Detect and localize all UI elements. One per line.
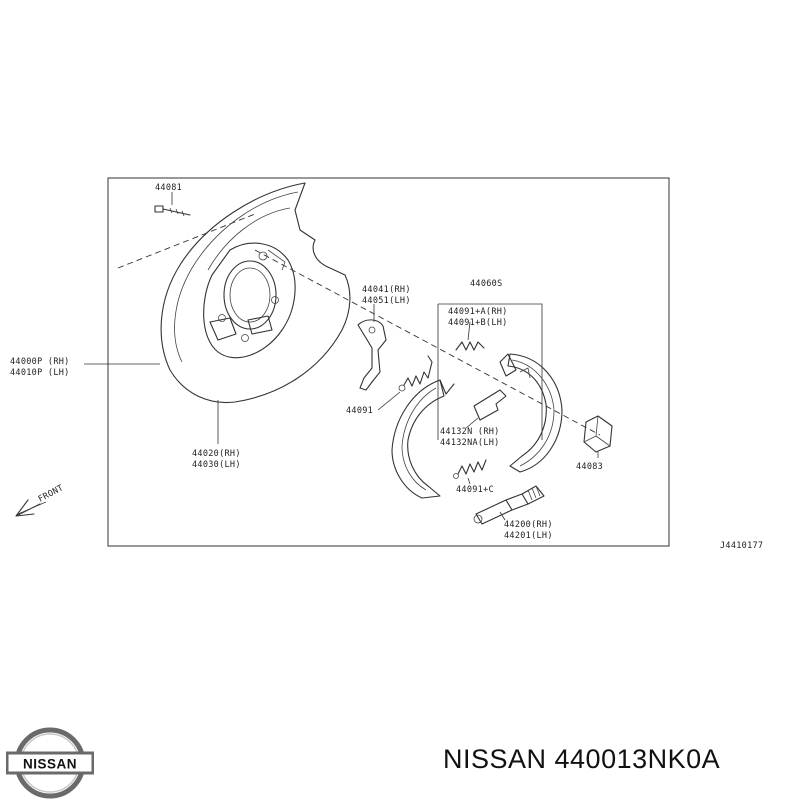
brake-shoe-left-drawing	[391, 379, 455, 499]
axis-line-main	[254, 249, 601, 436]
label-44060s: 44060S	[470, 279, 503, 289]
spring-44091a-drawing	[455, 341, 485, 351]
adjuster-44200-drawing	[473, 485, 545, 525]
label-44091b: 44091+B(LH)	[448, 318, 508, 328]
lever-44041-drawing	[357, 319, 387, 391]
label-44030: 44030(LH)	[192, 460, 241, 470]
front-label: FRONT	[37, 483, 66, 505]
label-44200: 44200(RH)	[504, 520, 553, 530]
label-44081: 44081	[155, 183, 182, 193]
front-indicator: FRONT	[15, 483, 66, 517]
label-44091: 44091	[346, 406, 373, 416]
label-44132n: 44132N (RH)	[440, 427, 500, 437]
axis-line-upper	[117, 213, 256, 269]
nissan-logo: NISSAN	[6, 727, 94, 799]
diagram-code: J4410177	[720, 541, 763, 551]
label-44201: 44201(LH)	[504, 531, 553, 541]
label-44091a: 44091+A(RH)	[448, 307, 508, 317]
label-44091c: 44091+C	[456, 485, 494, 495]
label-44132na: 44132NA(LH)	[440, 438, 500, 448]
leader-lines	[84, 192, 599, 521]
adjuster-44132n-drawing	[473, 389, 507, 421]
label-44083: 44083	[576, 462, 603, 472]
brake-shoe-right-drawing	[499, 353, 563, 473]
clip-44083-drawing	[583, 415, 613, 453]
label-44000p: 44000P (RH)	[10, 357, 70, 367]
adapter-plate-drawing	[203, 242, 296, 359]
bolt-44081-drawing	[154, 205, 191, 217]
part-number-caption: NISSAN 440013NK0A	[443, 744, 721, 774]
spring-44091-drawing	[398, 355, 433, 392]
bracket-44060s	[437, 303, 543, 440]
diagram-frame	[107, 177, 670, 547]
label-44051: 44051(LH)	[362, 296, 411, 306]
backing-plate-drawing	[160, 182, 351, 404]
label-44041: 44041(RH)	[362, 285, 411, 295]
label-44010p: 44010P (LH)	[10, 368, 70, 378]
spring-44091c-drawing	[453, 459, 487, 479]
svg-text:NISSAN: NISSAN	[23, 757, 77, 772]
label-44020: 44020(RH)	[192, 449, 241, 459]
